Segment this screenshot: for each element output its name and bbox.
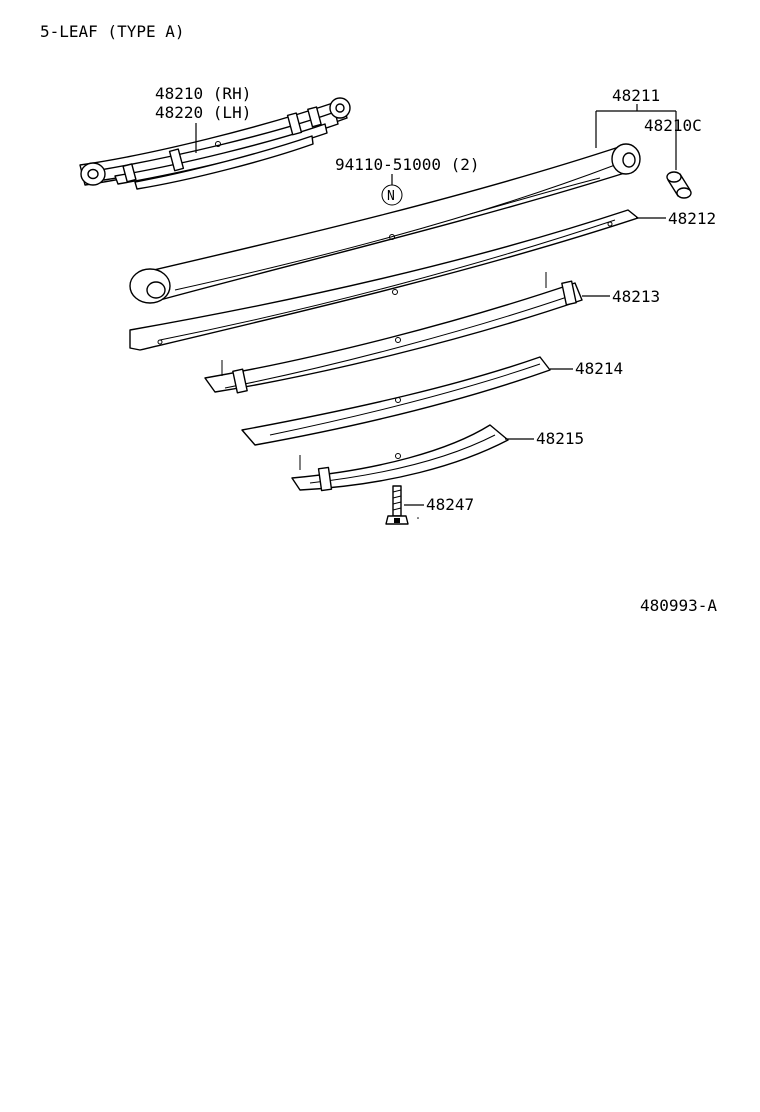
n-symbol-label: N xyxy=(387,189,395,204)
diagram-title: 5-LEAF (TYPE A) xyxy=(40,22,185,41)
label-48210-rh: 48210 (RH) xyxy=(155,84,251,103)
label-48220-lh: 48220 (LH) xyxy=(155,103,251,122)
figure-id: 480993-A xyxy=(640,596,717,615)
center-bolt-48247 xyxy=(385,485,409,525)
label-48211: 48211 xyxy=(612,86,660,105)
label-94110-51000: 94110-51000 (2) xyxy=(335,155,480,174)
label-48215: 48215 xyxy=(536,429,584,448)
label-48247: 48247 xyxy=(426,495,474,514)
leader-48211 xyxy=(595,104,677,170)
label-48210c: 48210C xyxy=(644,116,702,135)
leaf-48213 xyxy=(204,272,583,394)
n-symbol-icon xyxy=(381,184,403,206)
leaf-48211 xyxy=(129,143,641,304)
leaf-spring-assembly-thumbnail xyxy=(79,97,351,190)
leaf-48215 xyxy=(291,424,509,492)
label-48214: 48214 xyxy=(575,359,623,378)
label-48212: 48212 xyxy=(668,209,716,228)
bushing-48210c xyxy=(666,171,692,199)
leaf-48214 xyxy=(241,356,551,446)
label-48213: 48213 xyxy=(612,287,660,306)
